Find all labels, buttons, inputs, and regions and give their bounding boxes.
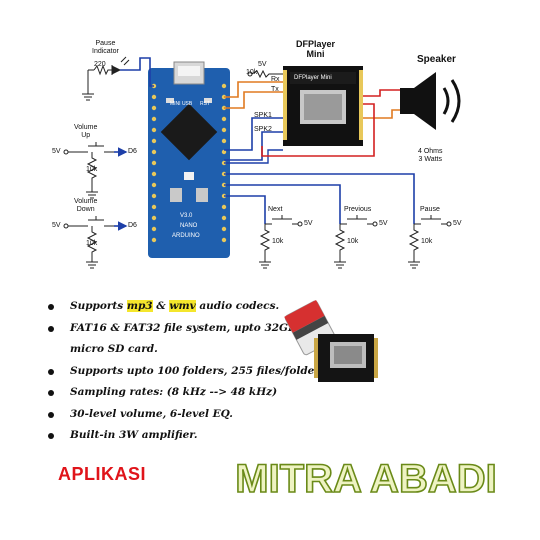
previous-button bbox=[334, 215, 378, 269]
feature-text: FAT16 & FAT32 file system, upto 32GB bbox=[70, 321, 297, 334]
feature-text: 30-level volume, 6-level EQ. bbox=[70, 407, 233, 420]
volume-down-10k: 10k bbox=[86, 240, 98, 247]
feature-item: Supports upto 100 folders, 255 files/fol… bbox=[46, 361, 323, 383]
feature-text: & bbox=[152, 300, 170, 312]
pause-button bbox=[408, 215, 452, 269]
next-10k: 10k bbox=[272, 238, 284, 245]
feature-highlight: mp3 bbox=[126, 300, 153, 312]
feature-text: Supports upto 100 folders, 255 files/fol… bbox=[70, 364, 323, 377]
next-button bbox=[259, 215, 303, 269]
volume-down-d6: D6 bbox=[128, 222, 137, 229]
volume-down-5v: 5V bbox=[52, 222, 61, 229]
arduino-usb-label: MINI USB bbox=[170, 101, 193, 107]
brand-text: MITRA ABADI bbox=[235, 457, 496, 501]
resistor-220-label: 220 bbox=[94, 61, 106, 68]
arduino-nano-label: NANO bbox=[180, 223, 198, 229]
volume-up-button bbox=[63, 142, 114, 199]
next-label: Next bbox=[268, 206, 283, 213]
feature-text: audio codecs. bbox=[195, 300, 280, 312]
arduino-rst-label: RST bbox=[200, 101, 210, 107]
previous-label: Previous bbox=[344, 206, 372, 213]
feature-text: Supports bbox=[70, 300, 127, 312]
dfplayer-10k-label: 10k bbox=[246, 69, 258, 76]
arduino-version-label: V3.0 bbox=[180, 213, 193, 219]
dfplayer-module bbox=[283, 66, 363, 146]
feature-highlight: wmv bbox=[169, 300, 196, 312]
feature-list: Supports mp3 & wmv audio codecs. FAT16 & … bbox=[46, 296, 323, 447]
feature-text: micro SD card. bbox=[70, 343, 158, 355]
volume-up-5v: 5V bbox=[52, 148, 61, 155]
circuit-diagram bbox=[63, 56, 461, 269]
feature-item: Built-in 3W amplifier. bbox=[46, 425, 323, 447]
brand-logo: MITRA ABADI bbox=[234, 456, 497, 502]
feature-text: Built-in 3W amplifier. bbox=[70, 429, 198, 441]
pause-10k: 10k bbox=[421, 238, 433, 245]
dfplayer-5v-label: 5V bbox=[258, 61, 267, 68]
spk2-label: SPK2 bbox=[254, 126, 272, 133]
feature-item: Supports mp3 & wmv audio codecs. bbox=[46, 296, 323, 318]
previous-5v: 5V bbox=[379, 220, 388, 227]
arduino-nano-board bbox=[148, 61, 230, 258]
feature-item: FAT16 & FAT32 file system, upto 32GB bbox=[46, 318, 323, 340]
previous-10k: 10k bbox=[347, 238, 359, 245]
volume-up-10k: 10k bbox=[86, 166, 98, 173]
spk1-label: SPK1 bbox=[254, 112, 272, 119]
arduino-brand-label: ARDUINO bbox=[172, 233, 200, 239]
pause-indicator-led bbox=[82, 56, 130, 101]
dfplayer-chip-label: DFPlayer Mini bbox=[294, 75, 332, 81]
speaker-icon bbox=[400, 72, 461, 130]
feature-item: Sampling rates: (8 kHz --> 48 kHz) bbox=[46, 382, 323, 404]
rx-label: Rx bbox=[271, 76, 280, 83]
aplikasi-label: APLIKASI bbox=[58, 464, 147, 484]
next-5v: 5V bbox=[304, 220, 313, 227]
feature-item: 30-level volume, 6-level EQ. bbox=[46, 404, 323, 426]
speaker-title: Speaker bbox=[417, 54, 456, 65]
tx-label: Tx bbox=[271, 86, 279, 93]
volume-down-button bbox=[63, 216, 114, 269]
volume-up-d6: D6 bbox=[128, 148, 137, 155]
dfplayer-product-image bbox=[284, 300, 378, 382]
feature-text: Sampling rates: (8 kHz --> 48 kHz) bbox=[70, 386, 278, 398]
pause-label: Pause bbox=[420, 206, 440, 213]
pause-5v: 5V bbox=[453, 220, 462, 227]
feature-item: micro SD card. bbox=[46, 339, 323, 361]
